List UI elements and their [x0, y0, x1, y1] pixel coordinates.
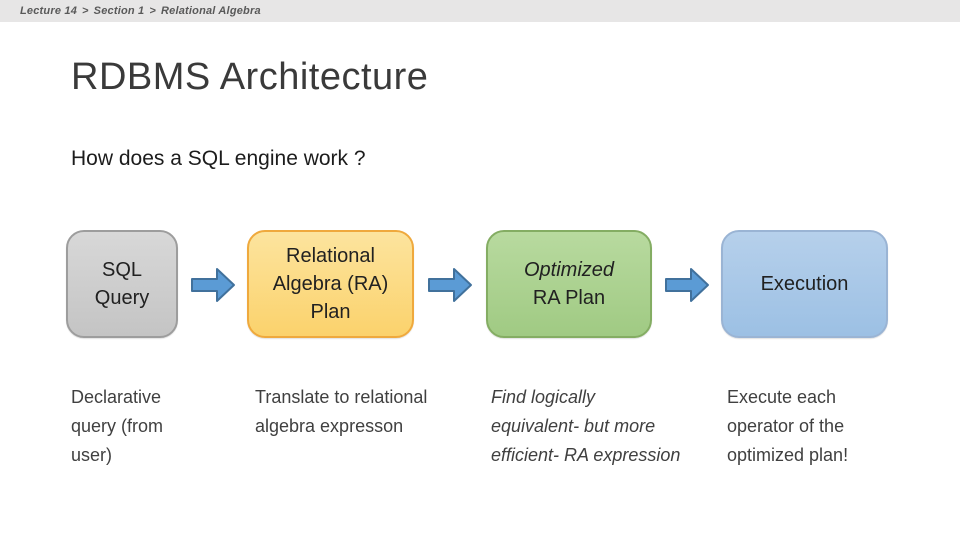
page-title: RDBMS Architecture — [71, 56, 429, 98]
step-description-execution: Execute each operator of the optimized p… — [727, 387, 849, 465]
step-description-optimized-ra-plan: Find logically equivalent- but more effi… — [491, 387, 681, 465]
flow-box-label: SQL Query — [94, 259, 150, 309]
flow-box-ra-plan: Relational Algebra (RA) Plan — [247, 230, 414, 338]
breadcrumb-bar: Lecture 14 > Section 1 > Relational Algebra — [0, 0, 960, 22]
right-arrow-icon — [191, 268, 235, 302]
right-arrow-icon — [665, 268, 709, 302]
breadcrumb-separator: > — [149, 5, 156, 17]
flow-box-label-line1: Optimized — [523, 259, 615, 281]
step-description-sql-query: Declarative query (from user) — [71, 387, 164, 465]
flow-box-label: Relational Algebra (RA) Plan — [272, 245, 389, 323]
breadcrumb-segment-section: Section 1 — [93, 5, 145, 17]
breadcrumb-segment-lecture: Lecture 14 — [20, 5, 78, 17]
flow-box-label: Execution — [760, 273, 849, 295]
right-arrow-icon — [428, 268, 472, 302]
breadcrumb-separator: > — [82, 5, 89, 17]
breadcrumb: Lecture 14 > Section 1 > Relational Algebra — [20, 5, 261, 17]
slide-subtitle: How does a SQL engine work ? — [71, 147, 366, 170]
step-description-ra-plan: Translate to relational algebra expresso… — [255, 387, 428, 436]
flow-box-label-line2: RA Plan — [532, 287, 606, 309]
flow-box-sql-query: SQL Query — [66, 230, 178, 338]
flow-box-execution: Execution — [721, 230, 888, 338]
flow-box-optimized-ra-plan: Optimized RA Plan — [486, 230, 652, 338]
breadcrumb-segment-topic: Relational Algebra — [161, 5, 261, 17]
